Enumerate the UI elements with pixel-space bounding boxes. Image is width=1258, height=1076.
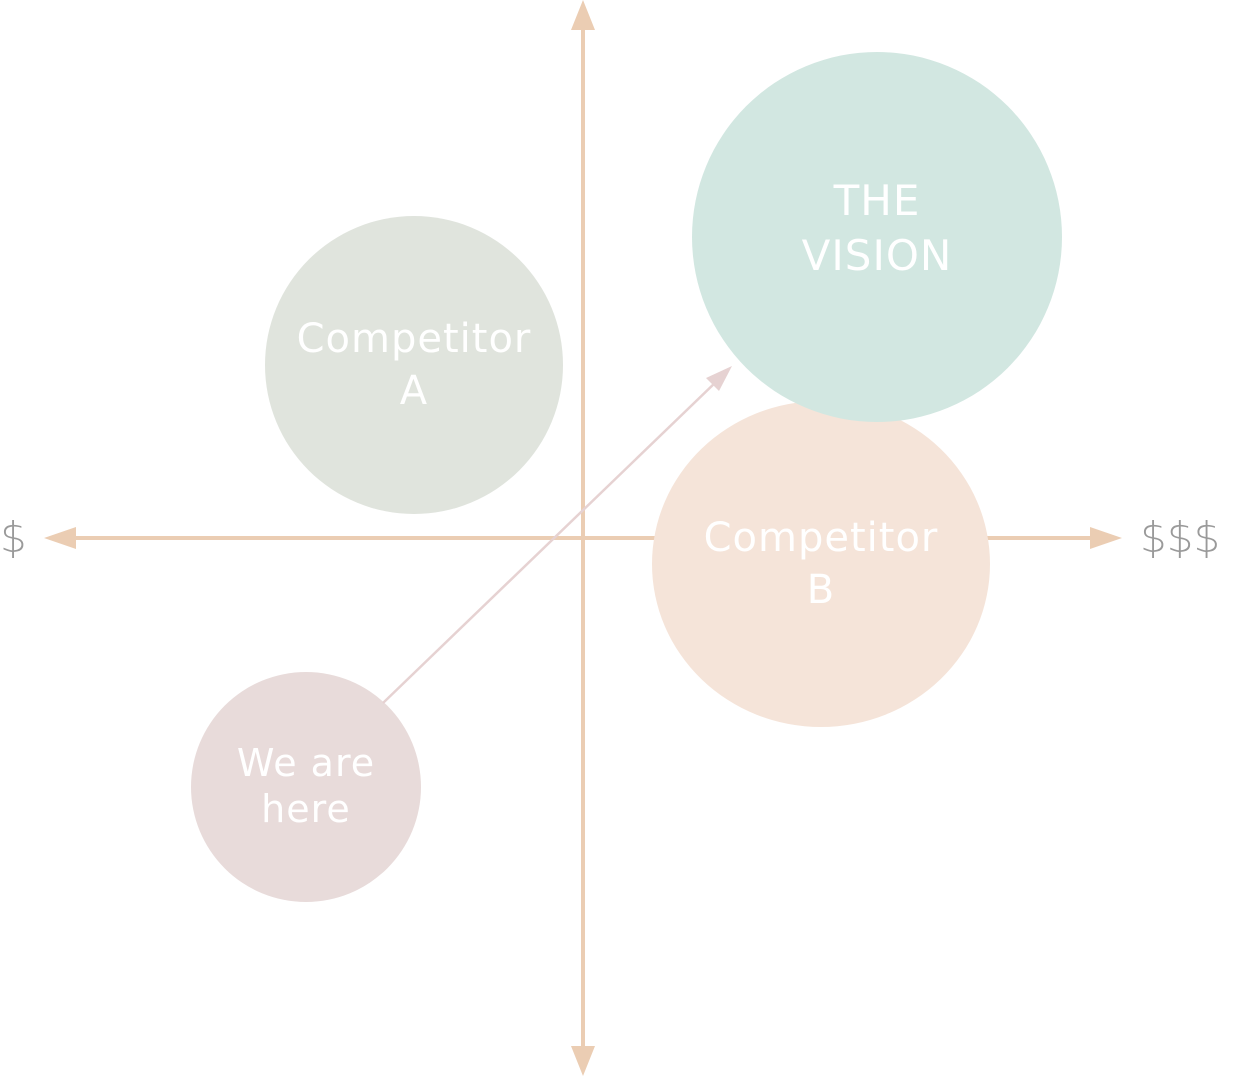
growth-path-arrowhead bbox=[706, 366, 732, 391]
vision-bubble bbox=[692, 52, 1062, 422]
growth-path-line bbox=[382, 379, 719, 704]
horizontal-axis-left-arrowhead bbox=[44, 527, 76, 549]
we-are-here-bubble bbox=[191, 672, 421, 902]
vertical-axis-top-arrowhead bbox=[571, 0, 595, 30]
horizontal-axis-right-arrowhead bbox=[1090, 527, 1122, 549]
vertical-axis-bottom-arrowhead bbox=[571, 1046, 595, 1076]
axis-label-high-price: $$$ bbox=[1140, 513, 1221, 562]
competitor-a-bubble bbox=[265, 216, 563, 514]
competitor-b-bubble bbox=[652, 401, 990, 727]
axis-label-low-price: $ bbox=[0, 513, 27, 562]
